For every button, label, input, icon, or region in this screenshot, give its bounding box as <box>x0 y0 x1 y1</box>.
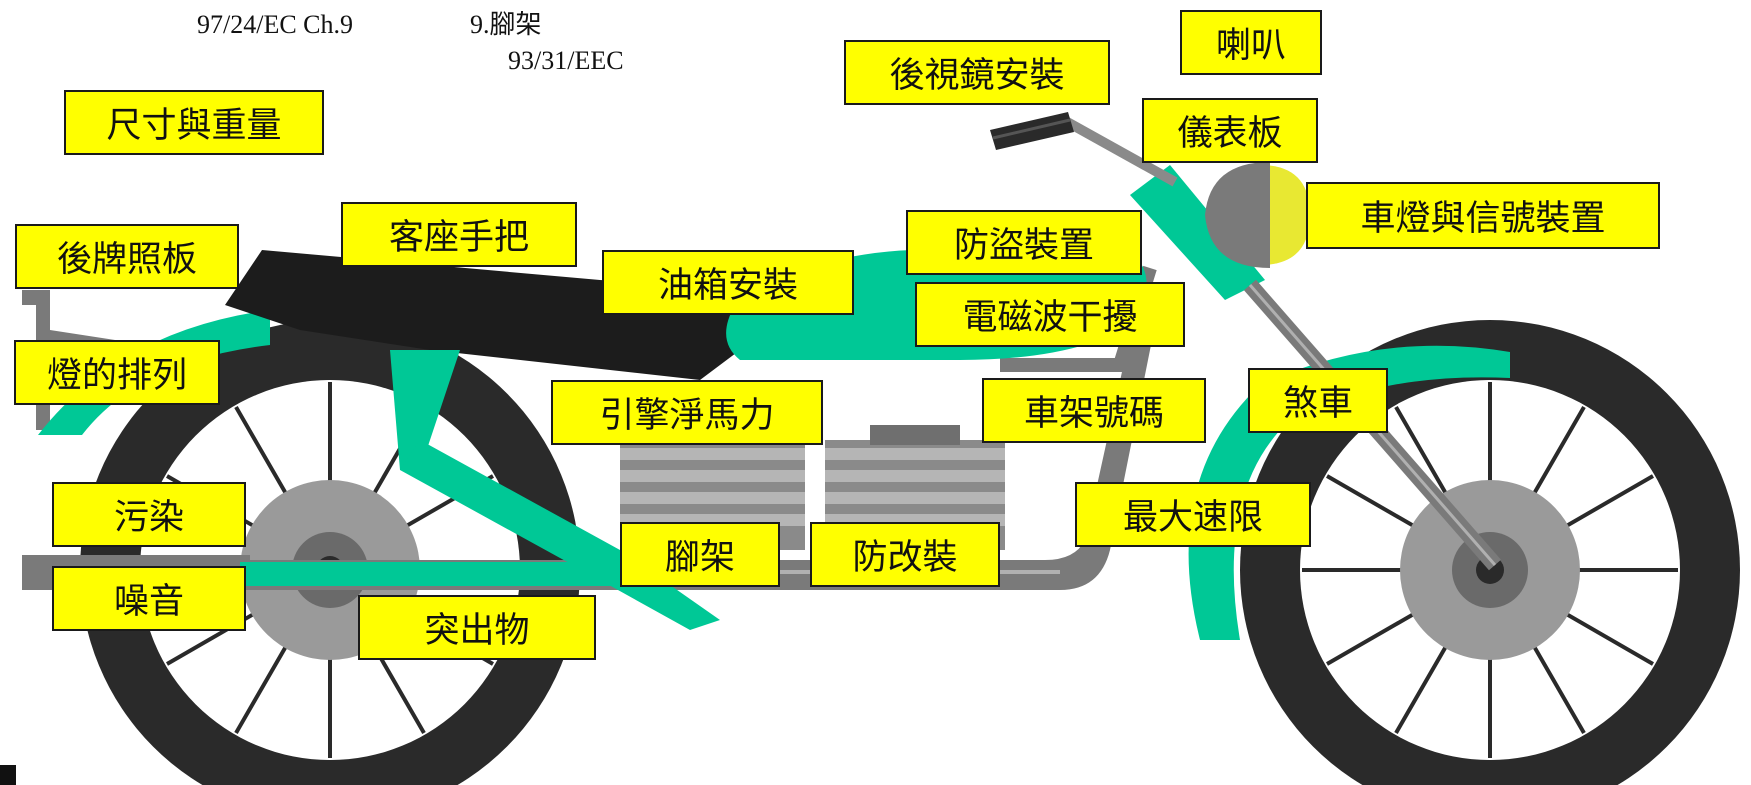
reference-directive-mid: 93/31/EEC <box>508 46 624 75</box>
label-brakes[interactable]: 煞車 <box>1248 368 1388 433</box>
fork-bracket <box>1130 165 1265 300</box>
rear-shock <box>390 350 460 470</box>
label-max-speed[interactable]: 最大速限 <box>1075 482 1311 547</box>
label-engine-power[interactable]: 引擎淨馬力 <box>551 380 823 445</box>
slide-corner-mark <box>0 765 16 785</box>
label-dimensions-weight[interactable]: 尺寸與重量 <box>64 90 324 155</box>
label-lamp-arrangement[interactable]: 燈的排列 <box>14 340 220 405</box>
label-rear-plate[interactable]: 後牌照板 <box>15 224 239 289</box>
label-anti-tamper[interactable]: 防改裝 <box>810 522 1000 587</box>
label-stand[interactable]: 腳架 <box>620 522 780 587</box>
label-dashboard[interactable]: 儀表板 <box>1142 98 1318 163</box>
label-fuel-tank[interactable]: 油箱安裝 <box>602 250 854 315</box>
reference-directive-left: 97/24/EC Ch.9 <box>197 10 354 39</box>
label-emc[interactable]: 電磁波干擾 <box>915 282 1185 347</box>
label-lights-signals[interactable]: 車燈與信號裝置 <box>1306 182 1660 249</box>
handle-grip <box>990 112 1074 150</box>
label-pollution[interactable]: 污染 <box>52 482 246 547</box>
label-anti-theft[interactable]: 防盜裝置 <box>906 210 1142 275</box>
label-mirror[interactable]: 後視鏡安裝 <box>844 40 1110 105</box>
reference-stand-title: 9.腳架 <box>470 10 542 39</box>
label-horn[interactable]: 喇叭 <box>1180 10 1322 75</box>
headlight-lens <box>1260 165 1310 265</box>
label-frame-number[interactable]: 車架號碼 <box>982 378 1206 443</box>
label-projections[interactable]: 突出物 <box>358 595 596 660</box>
label-passenger-handhold[interactable]: 客座手把 <box>341 202 577 267</box>
exhaust-pipe <box>22 290 1160 590</box>
headlight-housing <box>1205 162 1270 268</box>
handlebar <box>1057 113 1178 187</box>
label-noise[interactable]: 噪音 <box>52 566 246 631</box>
